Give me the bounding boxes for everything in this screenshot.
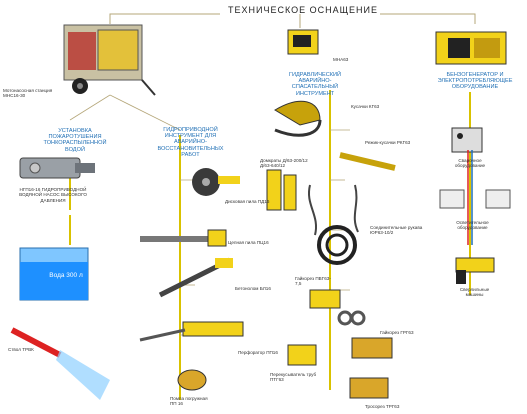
- nozzle-label: Ствол ТРВК: [8, 347, 34, 352]
- nut-cutter-image: [309, 289, 341, 309]
- drill-image: [455, 257, 495, 284]
- lighting-image: [439, 189, 511, 209]
- rescue-section-label: ГИДРАВЛИЧЕСКИЙ АВАРИЙНО-СПАСАТЕЛЬНЫЙ ИНС…: [288, 72, 342, 97]
- cable-cutter-label: Тросорез ТРГ63: [365, 404, 400, 409]
- disc-saw-label: Дисковая пила ПД16: [225, 199, 270, 204]
- welding-label: Сварочное оборудование: [454, 158, 486, 169]
- nut-cutter-label: Гайкорез ПВГ63-7,5: [295, 276, 331, 287]
- page-title: ТЕХНИЧЕСКОЕ ОСНАЩЕНИЕ: [228, 5, 379, 15]
- chains-image: [307, 184, 359, 236]
- pipe-cutter-label: Перекусыватель труб ПТГ63: [270, 372, 317, 383]
- wires-image: [467, 150, 473, 245]
- hoses-label: Соединительные рукава ЮР63-10/2: [370, 225, 423, 236]
- hydro-pump-label: НГП16-16 ГИДРОПРИВОДНОЙ ВОДЯНОЙ НАСОС ВЫ…: [19, 187, 87, 203]
- pipe-cutter-image: [287, 344, 317, 366]
- jacks-label: Домкраты Д/63-200/12 Д/63-640/12: [260, 158, 308, 169]
- fire-section-label: УСТАНОВКА ПОЖАРОТУШЕНИЯ ТОНКОРАСПЫЛЕННОЙ…: [43, 128, 107, 153]
- concrete-breaker-label: Бетонолом БЛ16: [235, 286, 271, 291]
- perforator-image: [139, 321, 244, 342]
- disc-saw-image: [192, 168, 240, 196]
- cutters-label: Кусачки КГ63: [351, 104, 380, 109]
- spreader-cutter-image: [339, 152, 396, 171]
- lighting-label: Осветительное оборудование: [456, 220, 489, 231]
- hydro-tool-section-label: ГИДРОПРИВОДНОЙ ИНСТРУМЕНТ ДЛЯ АВАРИЙНО-В…: [157, 127, 224, 158]
- perforator-label: Перфоратор ПП16: [238, 350, 278, 355]
- generator-section-label: БЕНЗОГЕНЕРАТОР И ЭЛЕКТРОПОТРЕБЛЯЮЩЕЕ ОБО…: [437, 72, 513, 91]
- hierarchy-lines: [109, 13, 476, 28]
- water-tank-image: [19, 247, 89, 301]
- chain-saw-label: Цепная пила ПЦ16: [228, 240, 269, 245]
- cutters-image: [274, 100, 322, 137]
- drill-label: Сверлильные машины: [459, 287, 490, 298]
- spreader-cutters-label: Режик-кусачки РКГ63: [365, 140, 411, 145]
- nozzle-image: [10, 327, 110, 400]
- welding-image: [451, 127, 483, 153]
- expander-image: [351, 337, 393, 359]
- hoses-image: [317, 225, 357, 265]
- concrete-breaker-image: [158, 257, 233, 298]
- tank-label: Вода 300 л: [49, 272, 83, 279]
- mna-pump-image: [287, 29, 319, 55]
- mna-label: МНА63: [333, 57, 349, 62]
- submersible-pump-image: [177, 369, 207, 391]
- hydro-pump-image: [19, 157, 95, 179]
- cable-cutter-image: [349, 377, 389, 399]
- generator-image: [435, 31, 507, 65]
- pump-station-label: Мотонасосная станция МНС16-30: [3, 88, 53, 99]
- rings-image: [337, 310, 366, 326]
- jacks-image: [266, 169, 297, 211]
- pump-station-image: [63, 24, 156, 96]
- hose-expander-label: Гайкорез ГРГ63: [380, 330, 414, 335]
- submersible-pump-label: Помпа погружная ПП 16: [170, 396, 208, 407]
- chain-saw-image: [140, 229, 227, 247]
